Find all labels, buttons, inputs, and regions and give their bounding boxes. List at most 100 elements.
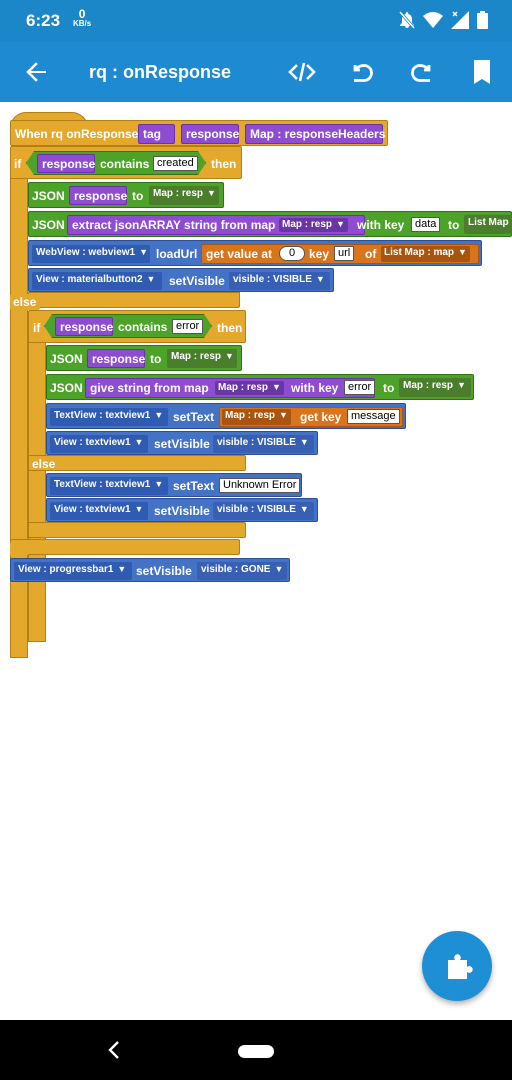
else-bar-1 — [28, 292, 240, 308]
json-to: to — [150, 352, 162, 366]
chevron-down-icon: ▼ — [299, 504, 309, 514]
visible-param[interactable]: visible : VISIBLE▼ — [229, 272, 330, 290]
list-map-label: List Map : map — [384, 247, 455, 258]
arrow-back-icon[interactable] — [20, 56, 52, 88]
target-list-map[interactable]: List Map : — [464, 215, 512, 234]
json-map[interactable]: Map : resp▼ — [149, 186, 219, 205]
view-block-3[interactable]: View : textview1▼ setVisible visible : V… — [46, 498, 318, 522]
chevron-down-icon: ▼ — [274, 564, 284, 574]
json-block-2[interactable]: JSON extract jsonARRAY string from map M… — [28, 211, 512, 237]
add-block-button[interactable] — [422, 931, 492, 1001]
to-label: to — [383, 381, 395, 395]
chevron-down-icon: ▼ — [146, 274, 156, 284]
chevron-down-icon: ▼ — [225, 351, 234, 361]
if-spine-cover — [10, 542, 28, 556]
key-value[interactable]: message — [347, 409, 400, 424]
index-value[interactable]: 0 — [279, 246, 305, 261]
view-block-2[interactable]: View : textview1▼ setVisible visible : V… — [46, 431, 318, 455]
param-tag[interactable]: tag — [138, 124, 175, 144]
loadurl-label: loadUrl — [156, 247, 198, 261]
setvisible-label: setVisible — [136, 564, 192, 578]
chevron-down-icon: ▼ — [315, 274, 325, 284]
view-component[interactable]: View : materialbutton2▼ — [32, 272, 162, 290]
setvisible-label: setVisible — [169, 274, 225, 288]
visible-param[interactable]: visible : GONE▼ — [197, 562, 287, 580]
redo-icon[interactable] — [406, 56, 438, 88]
page-title: rq : onResponse — [89, 62, 232, 82]
nav-back-icon[interactable] — [104, 1038, 124, 1062]
view-block-4[interactable]: View : progressbar1▼ setVisible visible … — [10, 558, 290, 582]
else-keyword: else — [32, 457, 56, 471]
contains-label: contains — [118, 320, 168, 334]
if-keyword: if — [33, 321, 41, 335]
contains-var[interactable]: response — [37, 154, 95, 173]
chevron-down-icon: ▼ — [299, 437, 309, 447]
notifications-off-icon — [399, 11, 415, 29]
json-label: JSON — [50, 352, 83, 366]
textview-component[interactable]: TextView : textview1▼ — [50, 477, 168, 495]
extract-map[interactable]: Map : resp▼ — [279, 218, 348, 232]
webview-block[interactable]: WebView : webview1▼ loadUrl get value at… — [28, 240, 482, 266]
json-block-4[interactable]: JSON give string from map Map : resp▼ wi… — [46, 374, 474, 400]
key-value[interactable]: data — [411, 217, 441, 232]
json-var[interactable]: response — [87, 349, 145, 368]
network-speed-value: 0 — [78, 7, 86, 21]
textview-block-2[interactable]: TextView : textview1▼ setText Unknown Er… — [46, 473, 302, 497]
if-footer-2 — [28, 522, 246, 538]
chevron-down-icon: ▼ — [139, 247, 149, 257]
event-block-header[interactable]: When rq onResponse tag response Map : re… — [10, 120, 388, 146]
json-block-3[interactable]: JSON response to Map : resp▼ — [46, 345, 242, 371]
json-block-1[interactable]: JSON response to Map : resp▼ — [28, 182, 224, 208]
contains-value[interactable]: error — [172, 319, 203, 334]
view-component[interactable]: View : textview1▼ — [50, 435, 148, 453]
json-map[interactable]: Map : resp▼ — [167, 349, 237, 368]
get-key-label: get key — [300, 410, 342, 424]
view-block-1[interactable]: View : materialbutton2▼ setVisible visib… — [28, 268, 334, 292]
textview-block-1[interactable]: TextView : textview1▼ setText Map : resp… — [46, 403, 406, 429]
contains-block[interactable]: response contains created — [26, 151, 206, 175]
json-label: JSON — [32, 218, 65, 232]
textview-component[interactable]: TextView : textview1▼ — [50, 408, 168, 426]
nav-home-pill[interactable] — [238, 1045, 274, 1058]
view-component[interactable]: View : progressbar1▼ — [14, 562, 132, 580]
chevron-down-icon: ▼ — [272, 382, 281, 392]
undo-icon[interactable] — [346, 56, 378, 88]
key-value[interactable]: url — [334, 246, 355, 261]
with-key-label: with key — [291, 381, 339, 395]
param-response[interactable]: response — [181, 124, 239, 144]
target-map[interactable]: Map : resp▼ — [399, 378, 471, 397]
contains-block-2[interactable]: response contains error — [44, 314, 212, 338]
bookmark-icon[interactable] — [466, 56, 498, 88]
json-label: JSON — [50, 381, 83, 395]
settext-value[interactable]: Unknown Error — [219, 478, 301, 493]
status-bar: 6:23 0 KB/s — [0, 0, 512, 42]
list-map[interactable]: List Map : map▼ — [381, 246, 470, 262]
param-response-headers[interactable]: Map : responseHeaders — [245, 124, 385, 144]
blocks-canvas[interactable]: When rq onResponse tag response Map : re… — [0, 102, 512, 1020]
contains-value[interactable]: created — [153, 156, 198, 171]
code-icon[interactable] — [286, 56, 318, 88]
with-key-label: with key — [357, 218, 405, 232]
settext-label: setText — [173, 479, 215, 493]
target-map-label: Map : resp — [403, 380, 454, 391]
view-component[interactable]: View : textview1▼ — [50, 502, 148, 520]
chevron-down-icon: ▼ — [154, 479, 164, 489]
key-value[interactable]: error — [344, 380, 376, 395]
setvisible-label: setVisible — [154, 437, 210, 451]
get-key-map-label: Map : resp — [225, 410, 276, 421]
visible-param[interactable]: visible : VISIBLE▼ — [213, 435, 314, 453]
get-key-map[interactable]: Map : resp▼ — [222, 409, 291, 425]
contains-var[interactable]: response — [55, 317, 113, 336]
visible-param-label: visible : GONE — [201, 564, 271, 575]
chevron-down-icon: ▼ — [457, 380, 466, 390]
if-footer-1 — [10, 539, 240, 555]
visible-param[interactable]: visible : VISIBLE▼ — [213, 502, 314, 520]
webview-component[interactable]: WebView : webview1▼ — [32, 245, 150, 263]
chevron-down-icon: ▼ — [336, 219, 345, 229]
json-to: to — [132, 189, 144, 203]
then-keyword: then — [211, 157, 237, 171]
give-string-map[interactable]: Map : resp▼ — [215, 381, 284, 395]
network-speed: 0 KB/s — [73, 7, 91, 28]
get-value-label: get value at — [206, 247, 273, 261]
json-var[interactable]: response — [69, 186, 127, 205]
